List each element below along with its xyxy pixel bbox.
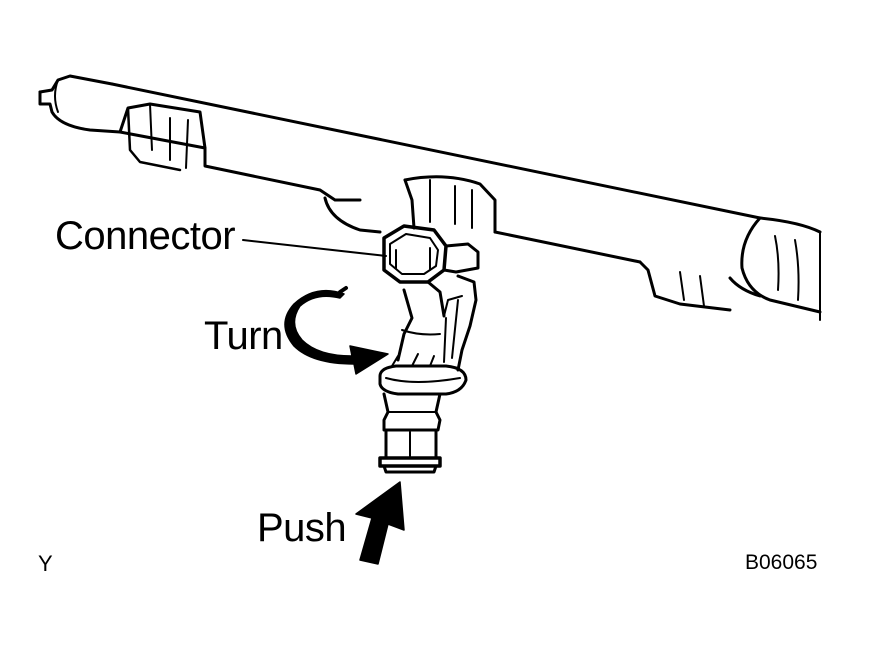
- injector-connector: [382, 224, 480, 284]
- corner-mark: Y: [38, 551, 53, 576]
- fuel-injector: [378, 274, 478, 474]
- push-label: Push: [257, 506, 347, 550]
- figure-code: B06065: [745, 551, 818, 574]
- connector-label: Connector: [55, 214, 236, 258]
- leader-line: [242, 239, 387, 257]
- turn-label: Turn: [204, 314, 283, 358]
- fuel-delivery-pipe: [38, 74, 822, 321]
- push-arrow-icon: [355, 481, 405, 565]
- turn-arrow-icon: [284, 286, 389, 375]
